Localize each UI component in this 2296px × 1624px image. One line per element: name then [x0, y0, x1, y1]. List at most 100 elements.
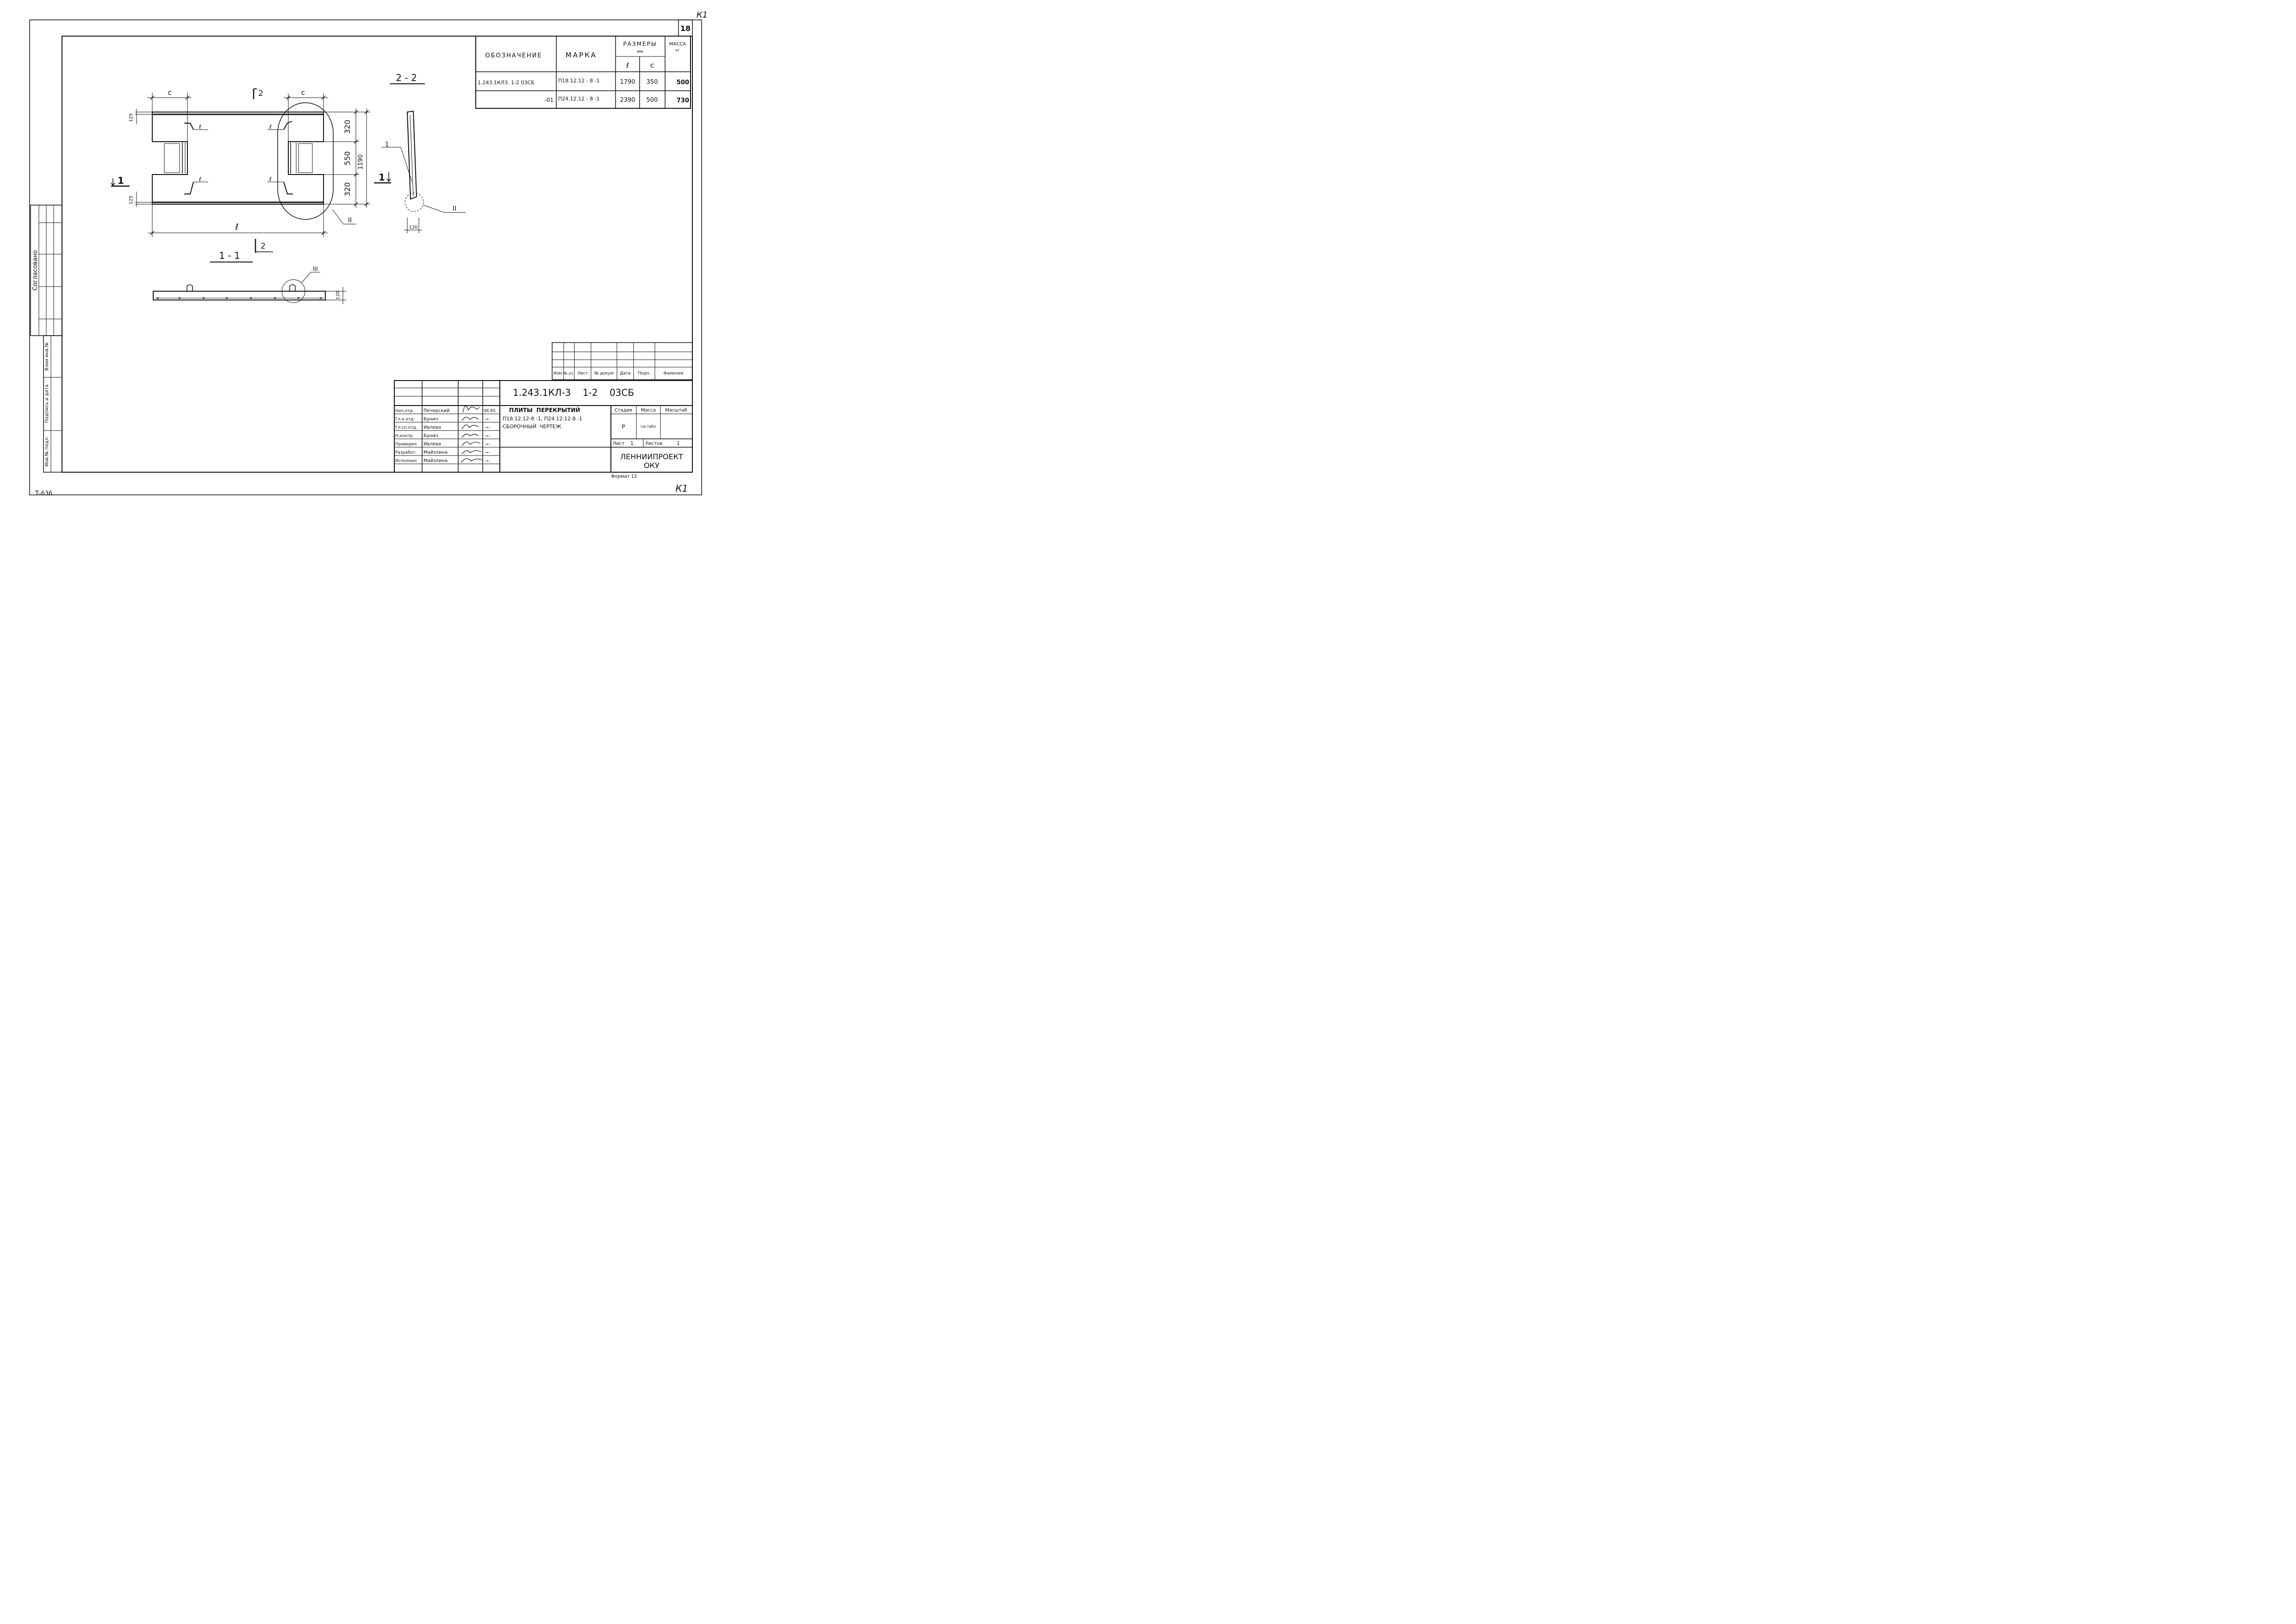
spec-table: ОБОЗНАЧЕНИЕ МАРКА РАЗМЕРЫ мм ℓ с МАССА к…: [475, 36, 691, 109]
tb-staff-role-6: Разработ.: [395, 450, 417, 455]
tb-mass-label: Масса: [641, 408, 656, 413]
tb-staff-role-1: Нач.отд.: [395, 409, 414, 413]
side-stamp-sign-date: Подпись и дата: [44, 385, 50, 423]
spec-row1-l: 1790: [620, 79, 635, 86]
plan-loop-label-4: ℓ: [269, 176, 272, 182]
spec-row2-l: 2390: [620, 97, 635, 104]
plan-detail-ii-label: II: [348, 217, 352, 224]
tb-doc-code: 1.243.1КЛ-3 1-2 03СБ: [513, 387, 634, 398]
rev-header-date: Дата: [620, 371, 630, 376]
section-11-detail-iii-label: III: [313, 266, 318, 272]
plan-edge-125-top: 125: [129, 113, 134, 122]
plan-dim-320-bottom: 320: [343, 182, 352, 197]
spec-row1-mark: П18.12.12 - 8 -1: [558, 78, 600, 84]
plan-dim-c-left: с: [168, 88, 172, 97]
outer-frame: [29, 19, 702, 495]
rev-header-izm: Изм: [554, 371, 562, 376]
section-2-2: 2 - 2 1 II 120: [381, 72, 466, 233]
section-22-detail-ii-label: II: [453, 205, 456, 212]
tb-staff-role-5: Проверил: [395, 442, 417, 447]
spec-row1-designation: 1.243.1КЛ3. 1-2 03СБ: [478, 80, 535, 86]
tb-title-line3: СБОРОЧНЫЙ ЧЕРТЕЖ: [503, 424, 561, 430]
rev-header-sign: Подп.: [638, 371, 650, 376]
section-22-leader-1: 1: [385, 141, 389, 148]
tb-staff-role-2: Гл.к.отд.: [395, 417, 415, 422]
plan-edge-125-bottom: 125: [129, 195, 134, 204]
section-11-dim-120: 120: [336, 291, 341, 300]
plan-section-1-left: 1: [118, 175, 124, 186]
side-stamp: Согласовано Взам инв.№ Подпись и дата Ин…: [30, 205, 62, 473]
section-1-1: 1 - 1 III 120: [153, 250, 346, 304]
spec-header-sizes: РАЗМЕРЫ: [623, 41, 657, 47]
rev-header-uch: № уч.: [564, 371, 574, 375]
tb-staff-date-4: -«-: [485, 434, 490, 438]
drawing-sheet: 18 К1 Согласовано Взам инв.№ Подпись и д…: [29, 10, 708, 497]
tb-title-line2: П18.12.12-8 -1, П24.12.12-8 -1: [503, 416, 582, 422]
spec-row2-designation: -01: [544, 97, 554, 103]
spec-row2-mass: 730: [677, 97, 689, 104]
plan-section-2-top: 2: [258, 89, 263, 98]
tb-sheet-no: 1: [630, 440, 634, 446]
spec-row1-mass: 500: [677, 79, 689, 86]
section-22-profile: [406, 110, 417, 200]
sheet-format: Формат 12: [611, 474, 637, 479]
spec-header-mark: МАРКА: [566, 51, 597, 59]
tb-title-line1: ПЛИТЫ ПЕРЕКРЫТИЙ: [509, 406, 580, 413]
tb-scale-label: Масштаб: [665, 408, 687, 413]
slab-outline: [152, 112, 324, 205]
plan-view: ℓ ℓ ℓ ℓ с с 2 125 125: [111, 88, 391, 253]
spec-header-designation: ОБОЗНАЧЕНИЕ: [485, 52, 542, 59]
side-stamp-inv-orig: Инв.№ подл.: [44, 436, 50, 467]
rev-header-name: Фамилия: [664, 371, 684, 376]
side-stamp-inv-subst: Взам инв.№: [44, 342, 50, 371]
tb-sheets-label: Листов: [645, 441, 662, 446]
detail-ii-outline: [277, 102, 334, 220]
tb-org-line2: ОКУ: [644, 461, 660, 470]
tb-sheet-label: Лист: [613, 441, 625, 446]
tb-mass-value: см.табл: [641, 425, 656, 429]
tb-stage-label: Стадия: [615, 408, 632, 413]
tb-staff-date-1: 06.85: [484, 409, 496, 413]
tb-staff-name-4: Бунич: [423, 433, 438, 438]
spec-header-sizes-unit: мм: [637, 50, 643, 54]
section-22-dim-120: 120: [409, 225, 417, 230]
tb-staff-date-2: -«-: [485, 417, 490, 422]
plan-section-1-right: 1: [379, 172, 385, 183]
plan-dim-550: 550: [343, 151, 352, 166]
plan-section-2-bottom: 2: [261, 242, 266, 251]
title-block: Изм № уч. Лист № докум Дата Подп. Фамили…: [394, 342, 693, 473]
tb-staff-role-4: Н.контр.: [395, 434, 414, 438]
section-22-title: 2 - 2: [396, 72, 417, 83]
tb-staff-date-6: -«-: [485, 450, 490, 455]
rev-header-doc: № докум: [594, 371, 614, 376]
section-11-profile: [153, 291, 326, 300]
spec-row1-c: 350: [647, 79, 658, 86]
tb-staff-name-2: Бунич: [423, 417, 438, 422]
plan-dim-c-right: с: [301, 88, 305, 97]
tb-staff-role-3: Гл.сп.отд.: [395, 425, 417, 430]
archive-number: Т-636: [35, 490, 52, 497]
spec-header-mass: МАССА: [669, 42, 686, 47]
plan-loop-label-1: ℓ: [199, 124, 201, 130]
plan-loop-label-2: ℓ: [269, 124, 272, 130]
plan-loop-label-3: ℓ: [199, 176, 201, 182]
tb-staff-date-7: -«-: [485, 459, 490, 463]
tb-org-line1: ЛЕННИИПРОЕКТ: [620, 452, 683, 461]
plan-dim-l: ℓ: [235, 222, 238, 232]
tb-staff-role-7: Исполнил: [395, 459, 417, 463]
section-11-detail-circle: [281, 279, 305, 303]
tb-staff-name-5: Ивлева: [423, 442, 441, 447]
page-number: 18: [680, 24, 691, 33]
plan-dim-1190: 1190: [357, 154, 364, 169]
spec-header-mass-unit: кг: [675, 48, 679, 52]
tb-sheets-no: 1: [677, 440, 680, 446]
spec-header-c: с: [650, 61, 654, 69]
tb-staff-name-3: Ивлева: [423, 425, 441, 430]
tb-staff-name-6: Майзлина: [423, 450, 448, 455]
tb-staff-name-1: Печерский: [423, 408, 450, 413]
rev-header-list: Лист: [578, 371, 588, 376]
section-11-title: 1 - 1: [219, 250, 240, 261]
plan-dim-320-top: 320: [343, 120, 352, 134]
side-stamp-agreed: Согласовано: [32, 250, 39, 290]
tb-staff-date-5: -«-: [485, 442, 490, 447]
